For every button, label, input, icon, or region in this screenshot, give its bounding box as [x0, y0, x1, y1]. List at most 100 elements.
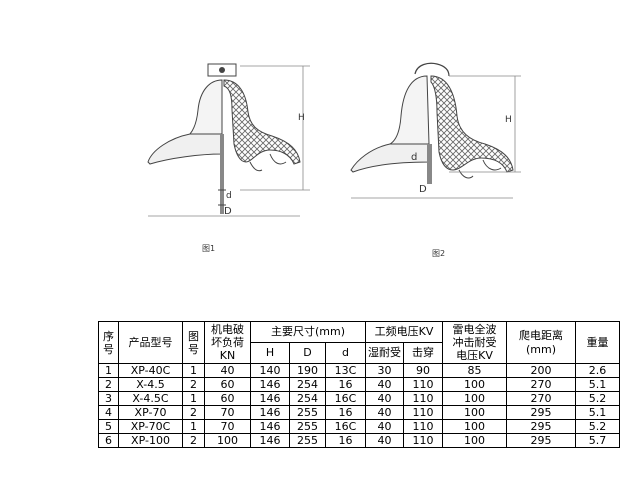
cell-creep: 295 — [506, 405, 576, 420]
table-row: 1 XP-40C 1 40 140 190 13C 30 90 85 200 2… — [98, 363, 620, 378]
cell-fig: 2 — [182, 433, 205, 448]
cell-load: 60 — [204, 377, 251, 392]
cell-seq: 6 — [98, 433, 119, 448]
fig2-label-d-big: D — [419, 184, 427, 195]
cell-wet: 40 — [365, 405, 404, 420]
cell-impulse: 100 — [442, 419, 507, 434]
cell-h: 140 — [250, 363, 290, 378]
header-creep-label: 爬电距离 — [519, 328, 563, 342]
cell-wet: 40 — [365, 433, 404, 448]
figure-1-drawing: H d D — [140, 50, 315, 225]
table-row: 6 XP-100 2 100 146 255 16 40 110 100 295… — [98, 433, 620, 448]
cell-D: 255 — [289, 433, 326, 448]
header-creep-unit: (mm) — [525, 342, 556, 356]
figure-2-drawing: H d D — [345, 52, 525, 212]
spec-table: 序号 产品型号 图号 机电破坏负荷 KN 主要尺寸(mm) 工频电压KV 雷电全… — [98, 321, 620, 448]
cell-h: 146 — [250, 419, 290, 434]
cell-creep: 270 — [506, 391, 576, 406]
cell-load: 70 — [204, 405, 251, 420]
fig2-label-h: H — [505, 115, 512, 125]
header-dim-h: H — [250, 342, 290, 364]
cell-model: X-4.5 — [118, 377, 183, 392]
header-load: 机电破坏负荷 KN — [204, 321, 251, 364]
cell-impulse: 100 — [442, 433, 507, 448]
cell-d: 16 — [325, 433, 366, 448]
cell-impulse: 100 — [442, 377, 507, 392]
cell-weight: 5.1 — [575, 377, 620, 392]
cell-load: 60 — [204, 391, 251, 406]
cell-creep: 200 — [506, 363, 576, 378]
header-seq: 序号 — [98, 321, 119, 364]
cell-seq: 1 — [98, 363, 119, 378]
cell-D: 255 — [289, 419, 326, 434]
header-dims: 主要尺寸(mm) — [250, 321, 366, 343]
fig2-label-d-small: d — [411, 152, 417, 163]
cell-creep: 295 — [506, 433, 576, 448]
fig1-label-h: H — [298, 113, 305, 123]
cell-model: X-4.5C — [118, 391, 183, 406]
header-dim-D: D — [289, 342, 326, 364]
cell-load: 70 — [204, 419, 251, 434]
cell-d: 16 — [325, 405, 366, 420]
cell-creep: 270 — [506, 377, 576, 392]
cell-h: 146 — [250, 391, 290, 406]
cell-model: XP-100 — [118, 433, 183, 448]
cell-model: XP-70C — [118, 419, 183, 434]
cell-weight: 5.1 — [575, 405, 620, 420]
cell-break: 110 — [403, 419, 443, 434]
cell-weight: 2.6 — [575, 363, 620, 378]
cell-wet: 40 — [365, 391, 404, 406]
figure-1-caption: 图1 — [202, 244, 216, 253]
figure-2-caption: 图2 — [432, 249, 446, 258]
header-load-label: 机电破坏负荷 — [211, 323, 244, 349]
cell-model: XP-70 — [118, 405, 183, 420]
cell-h: 146 — [250, 377, 290, 392]
cell-impulse: 85 — [442, 363, 507, 378]
cell-D: 254 — [289, 377, 326, 392]
cell-seq: 3 — [98, 391, 119, 406]
table-row: 3 X-4.5C 1 60 146 254 16C 40 110 100 270… — [98, 391, 620, 406]
cell-break: 110 — [403, 433, 443, 448]
header-load-unit: KN — [219, 349, 236, 362]
cell-D: 255 — [289, 405, 326, 420]
header-freq-break: 击穿 — [403, 342, 443, 364]
table-row: 4 XP-70 2 70 146 255 16 40 110 100 295 5… — [98, 405, 620, 420]
cell-d: 16C — [325, 391, 366, 406]
header-freq: 工频电压KV — [365, 321, 443, 343]
cell-impulse: 100 — [442, 405, 507, 420]
cell-model: XP-40C — [118, 363, 183, 378]
cell-fig: 2 — [182, 377, 205, 392]
cell-wet: 30 — [365, 363, 404, 378]
cell-weight: 5.2 — [575, 419, 620, 434]
header-freq-wet: 湿耐受 — [365, 342, 404, 364]
cell-creep: 295 — [506, 419, 576, 434]
table-row: 2 X-4.5 2 60 146 254 16 40 110 100 270 5… — [98, 377, 620, 392]
fig1-label-d-big: D — [224, 206, 232, 217]
cell-load: 100 — [204, 433, 251, 448]
cell-seq: 2 — [98, 377, 119, 392]
header-creep: 爬电距离 (mm) — [506, 321, 576, 364]
cell-wet: 40 — [365, 419, 404, 434]
cell-fig: 1 — [182, 363, 205, 378]
header-dim-d: d — [325, 342, 366, 364]
cell-break: 110 — [403, 405, 443, 420]
cell-seq: 4 — [98, 405, 119, 420]
cell-load: 40 — [204, 363, 251, 378]
cell-weight: 5.7 — [575, 433, 620, 448]
fig1-label-d-small: d — [226, 191, 232, 201]
cell-D: 190 — [289, 363, 326, 378]
cell-weight: 5.2 — [575, 391, 620, 406]
header-model: 产品型号 — [118, 321, 183, 364]
cell-break: 110 — [403, 377, 443, 392]
cell-fig: 1 — [182, 419, 205, 434]
cell-h: 146 — [250, 405, 290, 420]
cell-d: 16 — [325, 377, 366, 392]
cell-break: 90 — [403, 363, 443, 378]
cell-impulse: 100 — [442, 391, 507, 406]
header-fig: 图号 — [182, 321, 205, 364]
header-weight: 重量 — [575, 321, 620, 364]
cell-break: 110 — [403, 391, 443, 406]
header-impulse: 雷电全波冲击耐受电压KV — [442, 321, 507, 364]
cell-D: 254 — [289, 391, 326, 406]
cell-seq: 5 — [98, 419, 119, 434]
